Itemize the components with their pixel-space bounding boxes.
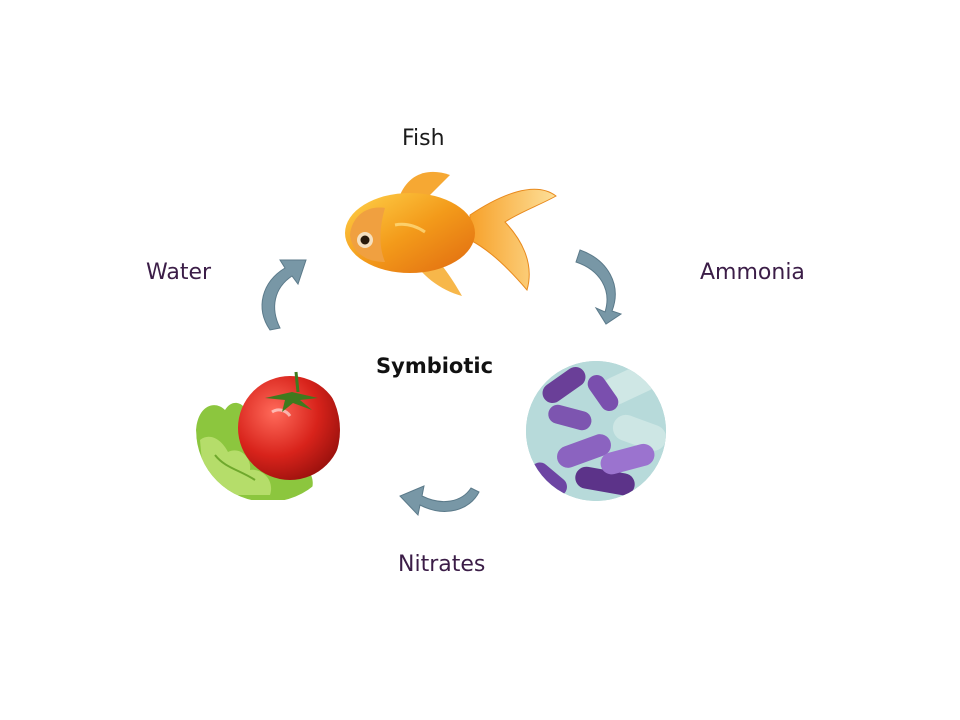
arrow-plants-to-fish: [261, 259, 307, 331]
ammonia-label: Ammonia: [700, 260, 805, 285]
bacteria-icon: [526, 361, 666, 501]
water-label: Water: [146, 260, 212, 285]
center-label: Symbiotic: [376, 354, 494, 378]
nitrates-label: Nitrates: [398, 552, 486, 577]
tomato-lettuce-icon: [196, 358, 340, 502]
arrow-fish-to-bacteria: [575, 249, 623, 325]
fish-label: Fish: [402, 126, 445, 151]
goldfish-icon: [345, 171, 557, 296]
arrow-bacteria-to-plants: [399, 485, 480, 517]
